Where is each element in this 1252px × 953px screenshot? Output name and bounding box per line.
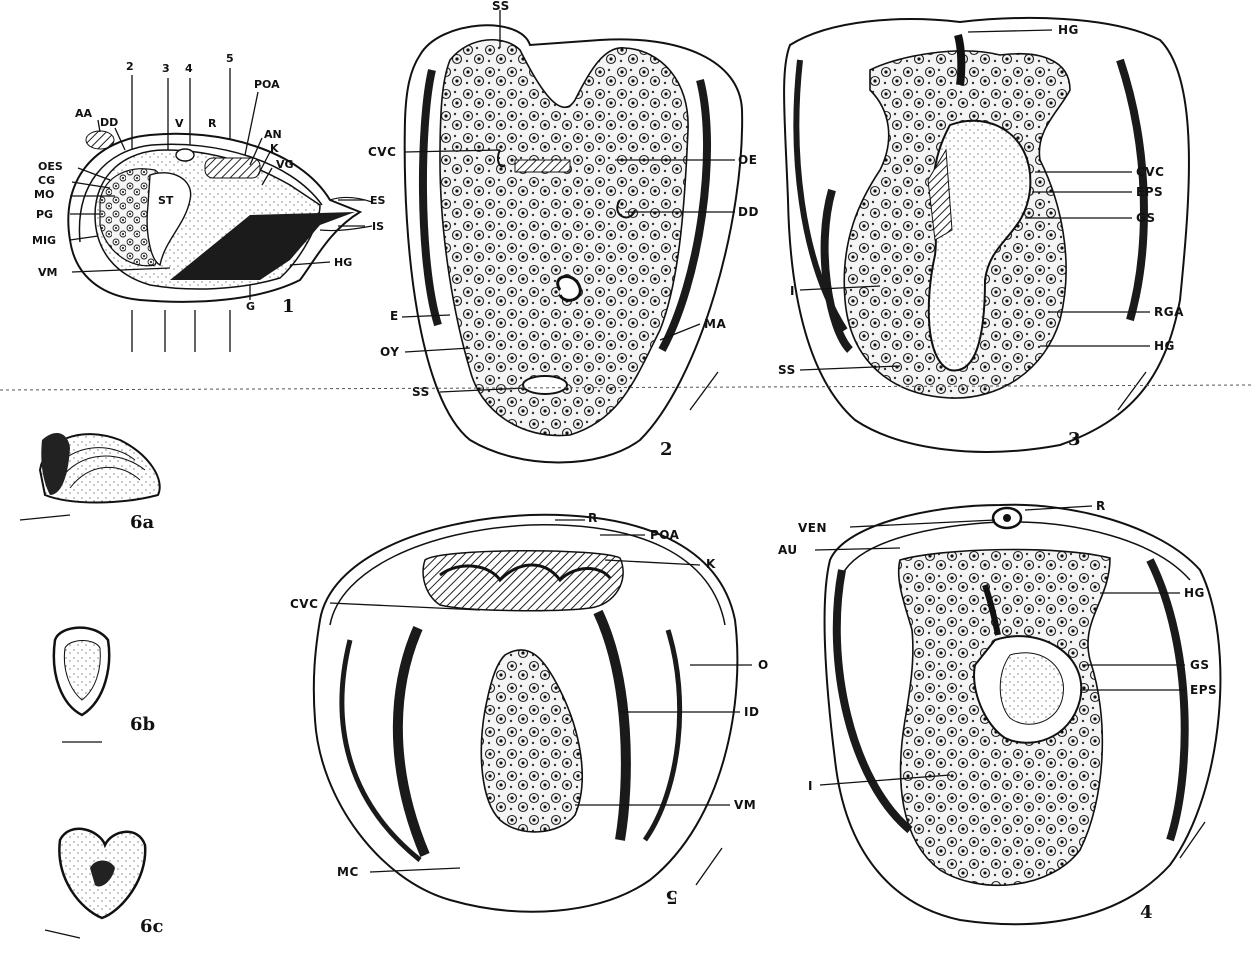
fig1-label-AA: AA (75, 107, 93, 120)
fig1-label-ST: ST (158, 194, 174, 207)
fig5-label-POA: POA (650, 528, 680, 542)
fig1-label-VM: VM (38, 266, 57, 279)
fig6a-number: 6a (130, 512, 155, 533)
fig2-oesophagus (515, 160, 570, 172)
fig2-label-E: E (390, 309, 399, 323)
fig4-number: 4 (1140, 902, 1153, 923)
fig3-label-GS: GS (1136, 211, 1156, 225)
fig2-label-OE: OE (738, 153, 757, 167)
fig4-label-I: I (808, 779, 813, 793)
fig5-number: 5 (665, 886, 678, 907)
fig5-gill-right-inner (598, 612, 626, 840)
fig3-hindgut (958, 35, 961, 85)
fig4-label-AU: AU (778, 543, 798, 557)
fig5-label-VM: VM (734, 798, 756, 812)
fig1-label-ES: ES (370, 194, 386, 207)
fig2-gut-loop (558, 276, 581, 300)
fig5-gill-left-inner (398, 628, 425, 855)
fig1-label-POA: POA (254, 78, 280, 91)
fig1-label-MO: MO (34, 188, 54, 201)
fig1-label-V: V (175, 117, 184, 130)
fig5-kidney (423, 551, 623, 611)
figure-5: R POA K CVC O ID VM MC 5 (290, 511, 769, 912)
fig1-label-PG: PG (36, 208, 53, 221)
fig3-label-HG: HG (1154, 339, 1175, 353)
fig3-label-EPS: EPS (1136, 185, 1163, 199)
fig1-section-3: 3 (162, 62, 170, 75)
fig2-body-mass (440, 40, 688, 436)
fig3-label-I: I (790, 284, 795, 298)
figure-6: 6a 6b 6c (20, 433, 164, 938)
fig1-label-AN: AN (264, 128, 282, 141)
fig1-label-OES: OES (38, 160, 63, 173)
fig1-label-HG: HG (334, 256, 352, 269)
fig1-number: 1 (282, 296, 295, 317)
fig2-label-OY: OY (380, 345, 399, 359)
fig2-label-SS-top: SS (492, 0, 510, 13)
fig5-label-R: R (588, 511, 598, 525)
figure-2: SS CVC OE DD E MA OY SS 2 (368, 0, 759, 463)
fig4-label-R: R (1096, 499, 1106, 513)
fig2-label-CVC: CVC (368, 145, 396, 159)
fig4-gill-left (837, 570, 910, 830)
fig1-label-CG: CG (38, 174, 55, 187)
fig5-gill-right-outer (645, 630, 680, 840)
fig1-label-IS: IS (372, 220, 384, 233)
fig4-label-EPS: EPS (1190, 683, 1217, 697)
figure-4: VEN R AU HG GS EPS I 4 (778, 499, 1220, 924)
fig1-label-DD: DD (100, 116, 118, 129)
fig3-number: 3 (1068, 429, 1081, 450)
fig2-label-DD: DD (738, 205, 759, 219)
fig2-number: 2 (660, 439, 673, 460)
fig4-label-HG: HG (1184, 586, 1205, 600)
fig6b-number: 6b (130, 714, 155, 735)
fig2-label-MA: MA (704, 317, 726, 331)
fig5-label-CVC: CVC (290, 597, 318, 611)
figure-1: AA DD OES CG MO PG MIG VM ST V R POA AN … (32, 52, 386, 352)
fig1-label-VG: VG (276, 158, 294, 171)
fig2-supra-branchial-space (523, 376, 567, 394)
fig1-section-5: 5 (226, 52, 234, 65)
fig2-gill-left (423, 70, 438, 325)
fig1-label-MIG: MIG (32, 234, 56, 247)
figure-3: HG CVC EPS GS I RGA SS HG 3 (778, 18, 1189, 452)
fig1-ventricle (176, 149, 194, 161)
fig1-section-4: 4 (185, 62, 193, 75)
fig5-visceral-mass (481, 650, 582, 832)
fig5-label-ID: ID (744, 705, 759, 719)
fig6c-number: 6c (140, 916, 164, 937)
fig1-label-G: G (246, 300, 255, 313)
fig4-label-VEN: VEN (798, 521, 827, 535)
fig1-label-K: K (270, 142, 279, 155)
fig1-anterior-adductor (86, 131, 114, 149)
fig3-label-RGA: RGA (1154, 305, 1184, 319)
fig3-label-SS: SS (778, 363, 796, 377)
fig4-label-GS: GS (1190, 658, 1210, 672)
fig1-label-R: R (208, 117, 217, 130)
fig4-gill-right (1150, 560, 1185, 840)
fig3-label-HG-top: HG (1058, 23, 1079, 37)
fig5-label-O: O (758, 658, 769, 672)
fig5-label-MC: MC (337, 865, 359, 879)
fig1-inhalant-siphon (320, 226, 372, 231)
fig5-label-K: K (706, 557, 716, 571)
fig1-section-2: 2 (126, 60, 134, 73)
fig2-label-SS: SS (412, 385, 430, 399)
fig3-label-CVC: CVC (1136, 165, 1164, 179)
